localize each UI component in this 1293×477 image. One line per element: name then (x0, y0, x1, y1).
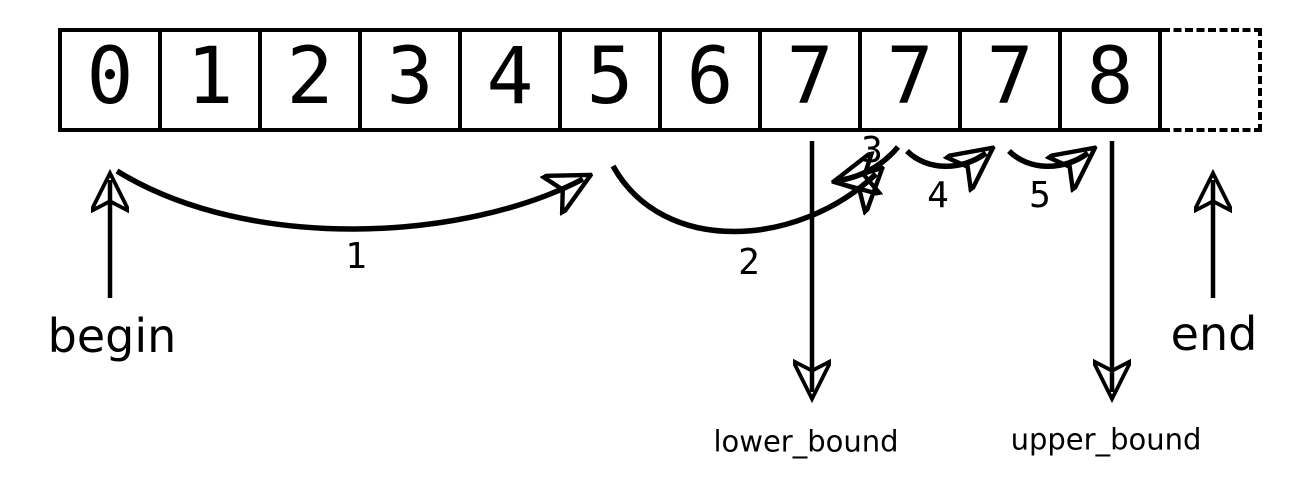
begin-label: begin (47, 309, 177, 363)
array-cell: 3 (362, 32, 462, 128)
array-cell-past-the-end (1162, 28, 1262, 132)
step-1-label: 1 (345, 236, 367, 277)
array-cell: 7 (762, 32, 862, 128)
step-4-label: 4 (927, 175, 949, 216)
array-cell: 2 (262, 32, 362, 128)
upper-bound-label: upper_bound (1010, 422, 1202, 457)
array: 0 1 2 3 4 5 6 7 7 7 8 (58, 28, 1162, 132)
lower-bound-label: lower_bound (713, 424, 899, 459)
step-4-arc-arrow (905, 151, 986, 166)
array-cell: 0 (62, 32, 162, 128)
array-cell: 1 (162, 32, 262, 128)
array-cell: 5 (562, 32, 662, 128)
step-2-arc-arrow (610, 166, 876, 235)
array-cell: 7 (862, 32, 962, 128)
array-cell: 8 (1086, 32, 1134, 122)
step-1-arc-arrow (115, 168, 583, 232)
step-2-label: 2 (738, 242, 760, 283)
array-cell: 4 (462, 32, 562, 128)
array-cell: 6 (662, 32, 762, 128)
step-5-label: 5 (1029, 175, 1051, 216)
array-cell: 7 (962, 32, 1062, 128)
end-label: end (1170, 307, 1258, 361)
step-3-label: 3 (861, 130, 883, 171)
step-5-arc-arrow (1007, 151, 1088, 166)
